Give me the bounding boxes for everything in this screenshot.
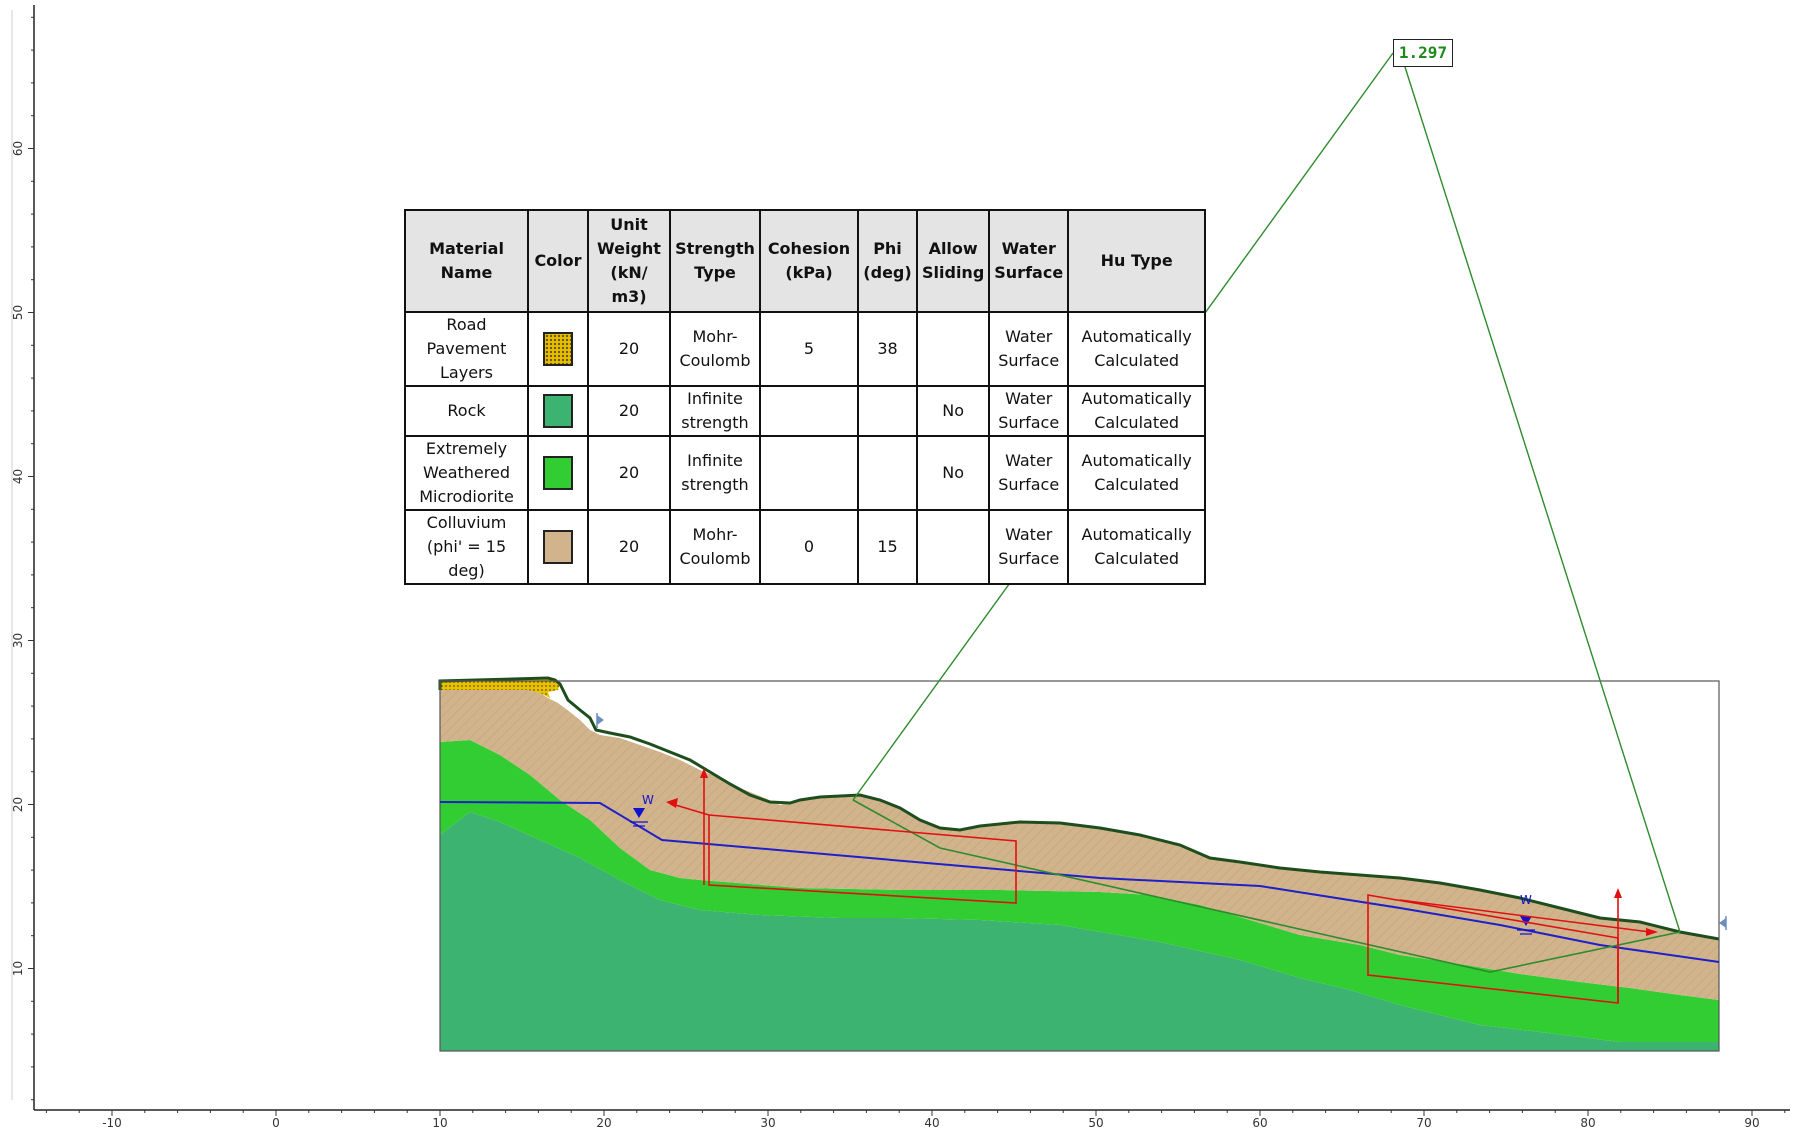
phi	[857, 385, 918, 437]
material-name: Extremely Weathered Microdiorite	[404, 435, 529, 511]
strength-type: Mohr-Coulomb	[669, 311, 761, 387]
support-left	[666, 768, 1017, 904]
y-tick-label: 10	[11, 961, 25, 976]
allow-sliding	[915, 509, 991, 585]
water-table-marker-right: W	[1517, 893, 1535, 935]
material-name: Road Pavement Layers	[404, 311, 529, 387]
water-surface: Water Surface	[988, 509, 1070, 585]
fs-leader-right	[1404, 66, 1681, 933]
rock-region	[440, 812, 1719, 1051]
allow-sliding: No	[915, 385, 991, 437]
table-row: Colluvium (phi' = 15 deg) 20 Mohr-Coulom…	[404, 509, 1207, 585]
model-boundary	[439, 680, 1720, 1052]
cohesion	[759, 435, 859, 511]
x-tick-label: 90	[1744, 1116, 1759, 1130]
header-water-surface: Water Surface	[988, 209, 1070, 313]
color-swatch	[543, 332, 573, 366]
y-tick-label: 20	[11, 797, 25, 812]
water-table-marker: W	[630, 793, 654, 827]
material-name: Colluvium (phi' = 15 deg)	[404, 509, 529, 585]
allow-sliding: No	[915, 435, 991, 511]
unit-weight: 20	[587, 311, 671, 387]
factor-of-safety-label[interactable]: 1.297	[1393, 39, 1453, 67]
x-tick-label: 30	[760, 1116, 775, 1130]
cohesion	[759, 385, 859, 437]
cohesion: 0	[759, 509, 859, 585]
table-row: Rock 20 Infinite strength No Water Surfa…	[404, 385, 1207, 437]
x-tick-label: 20	[596, 1116, 611, 1130]
svg-text:W: W	[1520, 893, 1532, 907]
x-tick-label: 80	[1580, 1116, 1595, 1130]
limit-marker-left	[596, 713, 604, 728]
header-phi: Phi (deg)	[857, 209, 918, 313]
slope-model[interactable]	[438, 676, 1720, 1052]
ground-surface	[438, 676, 1720, 941]
table-row: Extremely Weathered Microdiorite 20 Infi…	[404, 435, 1207, 511]
x-tick-label: -10	[102, 1116, 122, 1130]
strength-type: Mohr-Coulomb	[669, 509, 761, 585]
phi	[857, 435, 918, 511]
x-tick-label: 50	[1088, 1116, 1103, 1130]
y-tick-label: 50	[11, 305, 25, 320]
header-hu-type: Hu Type	[1067, 209, 1207, 313]
phi: 15	[857, 509, 918, 585]
hu-type: Automatically Calculated	[1067, 435, 1207, 511]
road-pavement-region	[440, 678, 560, 698]
unit-weight: 20	[587, 435, 671, 511]
table-row: Road Pavement Layers 20 Mohr-Coulomb 5 3…	[404, 311, 1207, 387]
header-allow-sliding: Allow Sliding	[915, 209, 991, 313]
water-surface: Water Surface	[988, 385, 1070, 437]
hu-type: Automatically Calculated	[1067, 385, 1207, 437]
water-surface: Water Surface	[988, 311, 1070, 387]
y-axis-ticks: 10 20 30 40 50 60	[11, 16, 34, 1101]
unit-weight: 20	[587, 509, 671, 585]
x-tick-label: 60	[1252, 1116, 1267, 1130]
material-name: Rock	[404, 385, 529, 437]
color-swatch	[543, 394, 573, 428]
water-table	[439, 801, 1720, 963]
header-color: Color	[527, 209, 589, 313]
y-tick-label: 30	[11, 633, 25, 648]
strength-type: Infinite strength	[669, 385, 761, 437]
y-tick-label: 60	[11, 141, 25, 156]
header-cohesion: Cohesion (kPa)	[759, 209, 859, 313]
hu-type: Automatically Calculated	[1067, 509, 1207, 585]
weathered-microdiorite-region	[440, 740, 1719, 1042]
allow-sliding	[915, 311, 991, 387]
x-tick-label: 70	[1416, 1116, 1431, 1130]
x-tick-label: 0	[272, 1116, 280, 1130]
limit-marker-right	[1719, 916, 1727, 930]
support-right	[1367, 888, 1658, 1004]
header-material-name: Material Name	[404, 209, 529, 313]
water-surface: Water Surface	[988, 435, 1070, 511]
header-unit-weight: Unit Weight (kN/ m3)	[587, 209, 671, 313]
unit-weight: 20	[587, 385, 671, 437]
left-ruler	[11, 5, 35, 1110]
hu-type: Automatically Calculated	[1067, 311, 1207, 387]
cohesion: 5	[759, 311, 859, 387]
material-properties-table: Material Name Color Unit Weight (kN/ m3)…	[404, 209, 1207, 585]
phi: 38	[857, 311, 918, 387]
strength-type: Infinite strength	[669, 435, 761, 511]
y-tick-label: 40	[11, 469, 25, 484]
header-strength-type: Strength Type	[669, 209, 761, 313]
color-swatch	[543, 456, 573, 490]
x-tick-label: 10	[432, 1116, 447, 1130]
x-tick-label: 40	[924, 1116, 939, 1130]
water-table-label: W	[642, 793, 654, 807]
x-axis-ticks: -10 0 10 20 30 40 50 60 70 80 90	[45, 1110, 1786, 1130]
color-swatch	[543, 530, 573, 564]
colluvium-region	[440, 690, 1719, 1000]
